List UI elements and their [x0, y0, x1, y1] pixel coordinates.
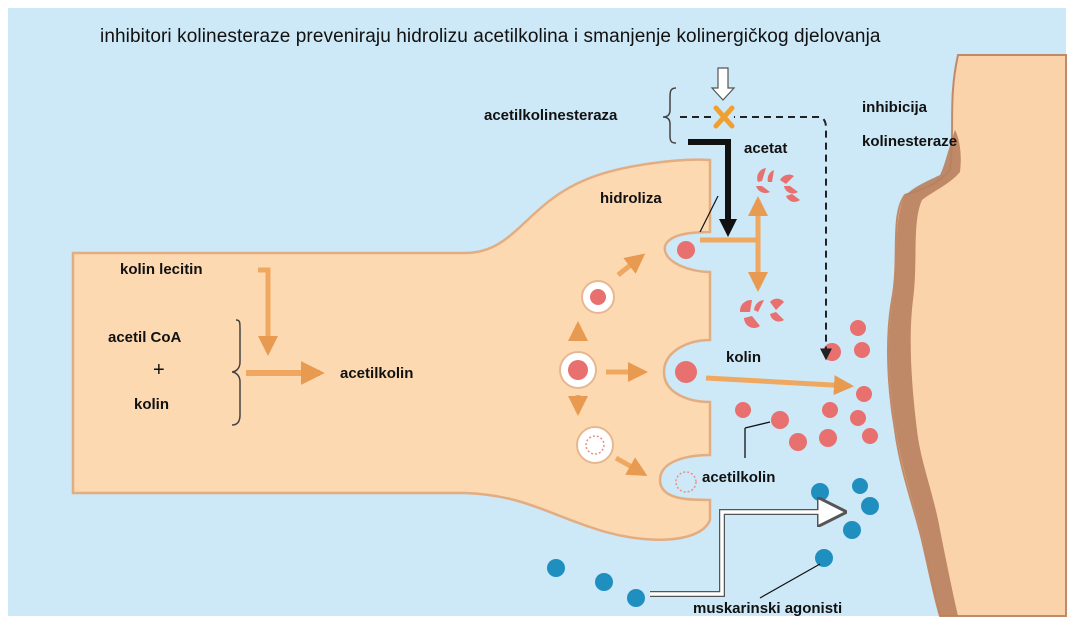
- label-kolin-synthesis: kolin: [134, 397, 169, 412]
- label-acetat: acetat: [744, 141, 787, 156]
- label-acetilkolin-synthesis: acetilkolin: [340, 366, 413, 381]
- enzyme-brace: [663, 88, 676, 143]
- enzyme-inhibition-x-icon: [712, 104, 734, 128]
- label-muskarinski-agonisti: muskarinski agonisti: [693, 601, 842, 616]
- open-down-arrow-icon: [712, 68, 734, 100]
- label-acetilkolinesteraza: acetilkolinesteraza: [484, 108, 617, 123]
- presynaptic-neuron: [73, 160, 710, 540]
- label-hidroliza: hidroliza: [600, 191, 662, 206]
- label-kolin-cleft: kolin: [726, 350, 761, 365]
- choline-diffusion-arrow: [706, 378, 850, 386]
- released-vesicle: [676, 472, 696, 492]
- acetylcholine: [675, 361, 697, 383]
- label-acetilkolin-cleft: acetilkolin: [702, 470, 775, 485]
- agonist-pointer: [760, 564, 820, 598]
- acetate-fragments: [740, 168, 800, 328]
- label-acetil-coa: acetil CoA: [108, 330, 181, 345]
- label-inhibicija: inhibicija: [862, 100, 927, 115]
- label-plus: +: [153, 360, 165, 380]
- acetylcholine: [677, 241, 695, 259]
- vesicle-empty: [577, 427, 613, 463]
- acetilkolin-pointer: [745, 422, 770, 458]
- label-kolinesteraze: kolinesteraze: [862, 134, 957, 149]
- label-kolin-lecitin: kolin lecitin: [120, 262, 203, 277]
- diagram-title: inhibitori kolinesteraze preveniraju hid…: [100, 26, 881, 48]
